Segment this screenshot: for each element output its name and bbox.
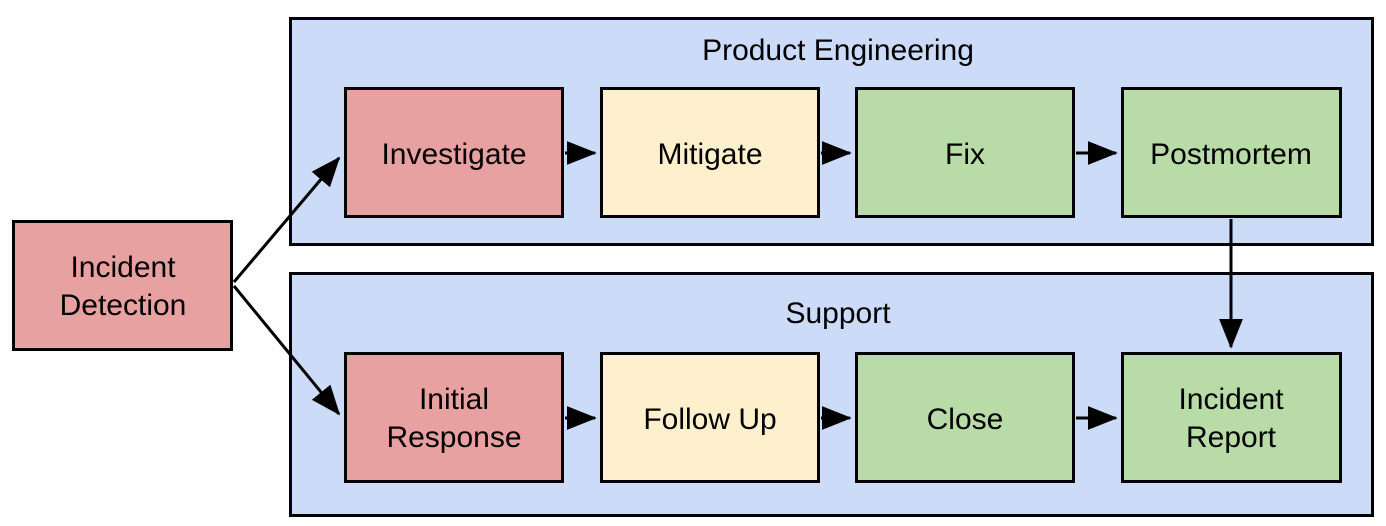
node-postmortem-label: Postmortem xyxy=(1150,138,1312,171)
node-postmortem[interactable]: Postmortem xyxy=(1121,87,1342,218)
edge-detection-to-investigate xyxy=(232,156,341,283)
node-initial-response-label-line-2: Response xyxy=(386,421,521,454)
node-initial-response-label-line-1: Initial xyxy=(419,383,489,416)
node-close[interactable]: Close xyxy=(855,352,1075,483)
node-incident-report[interactable]: Incident Report xyxy=(1121,352,1342,483)
node-incident-detection[interactable]: Incident Detection xyxy=(12,220,233,351)
node-investigate-label: Investigate xyxy=(381,138,526,171)
node-incident-report-label-line-2: Report xyxy=(1186,421,1277,454)
node-initial-response-rect xyxy=(344,352,564,483)
node-incident-report-label-line-1: Incident xyxy=(1178,383,1284,416)
node-fix[interactable]: Fix xyxy=(855,87,1075,218)
node-investigate-rect xyxy=(344,87,564,218)
node-postmortem-rect xyxy=(1121,87,1342,218)
node-mitigate[interactable]: Mitigate xyxy=(600,87,820,218)
node-incident-detection-label-line-1: Incident xyxy=(70,251,176,284)
node-follow-up-label: Follow Up xyxy=(643,403,776,436)
node-mitigate-rect xyxy=(600,87,820,218)
node-initial-response[interactable]: Initial Response xyxy=(344,352,564,483)
edge-detection-to-initial-response xyxy=(232,285,341,416)
node-close-label: Close xyxy=(927,403,1004,436)
node-incident-detection-label-line-2: Detection xyxy=(60,289,187,322)
lane-product-engineering-label: Product Engineering xyxy=(702,34,974,67)
edge-group xyxy=(232,141,1243,430)
node-incident-detection-rect xyxy=(12,220,233,351)
lane-support-label: Support xyxy=(785,297,891,330)
node-fix-label: Fix xyxy=(945,138,985,171)
node-investigate[interactable]: Investigate xyxy=(344,87,564,218)
node-mitigate-label: Mitigate xyxy=(657,138,762,171)
node-follow-up[interactable]: Follow Up xyxy=(600,352,820,483)
node-incident-report-rect xyxy=(1121,352,1342,483)
node-close-rect xyxy=(855,352,1075,483)
node-follow-up-rect xyxy=(600,352,820,483)
node-fix-rect xyxy=(855,87,1075,218)
